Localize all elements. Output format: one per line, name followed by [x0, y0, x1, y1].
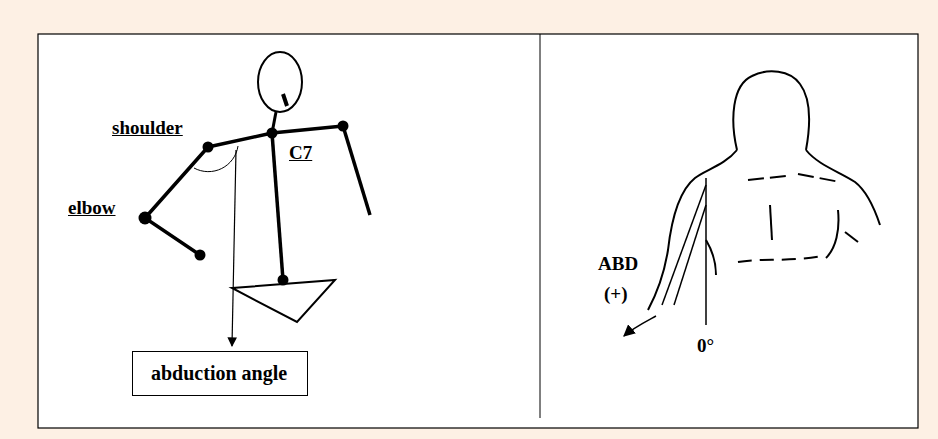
box-text: abduction angle	[151, 362, 289, 384]
joint-label: C7	[289, 143, 312, 164]
angle-label: 0°	[697, 336, 714, 357]
joint-label: elbow	[68, 198, 116, 219]
panel-divider	[540, 34, 541, 418]
torso-sketch	[624, 71, 880, 336]
sign-label: (+)	[604, 284, 627, 305]
joint-dots	[139, 121, 349, 286]
joint-label: shoulder	[112, 118, 183, 139]
direction-label: ABD	[598, 254, 638, 275]
callout-box: abduction angle	[132, 351, 308, 396]
panel-frame	[38, 34, 918, 428]
stick-figure	[145, 52, 370, 346]
